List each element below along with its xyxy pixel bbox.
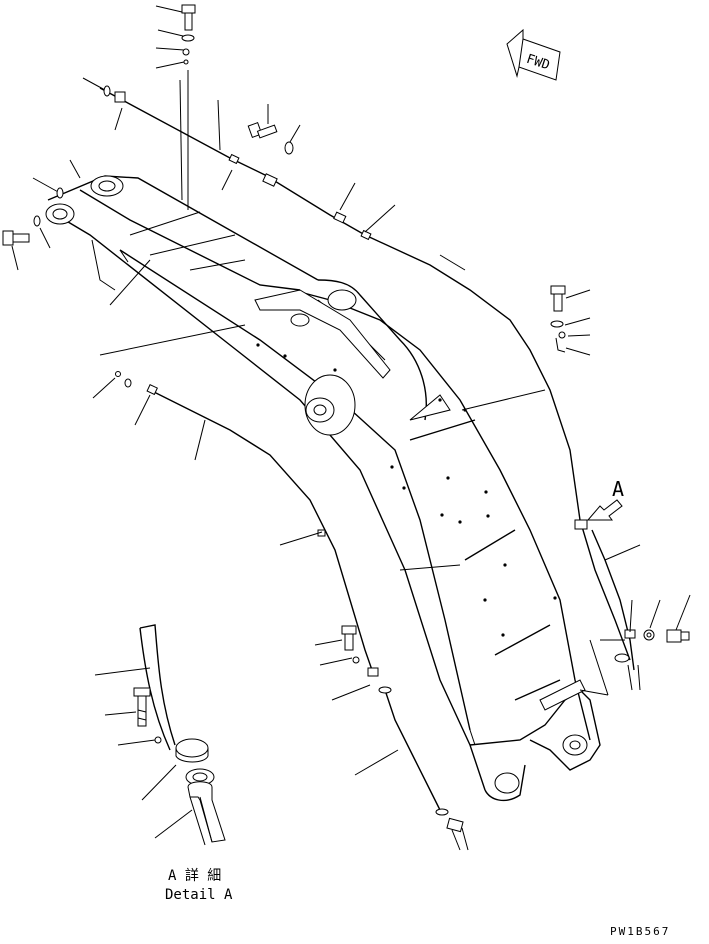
detail-title-ja: A 詳 細: [168, 868, 221, 884]
fwd-label: FWD: [524, 52, 551, 74]
fasteners: [2, 4, 690, 664]
grease-lines-lower: [146, 384, 641, 851]
detail-title-en: Detail A: [165, 887, 233, 903]
view-a-label: A: [612, 477, 624, 501]
grease-lines-upper: [79, 70, 631, 661]
view-a-arrow: A: [586, 477, 624, 521]
fwd-arrow: FWD: [506, 28, 561, 81]
drawing-code: PW1B567: [610, 925, 670, 938]
boom: [45, 175, 601, 802]
detail-a-inset: A 詳 細 Detail A: [94, 624, 233, 903]
leader-lines: [11, 5, 691, 776]
